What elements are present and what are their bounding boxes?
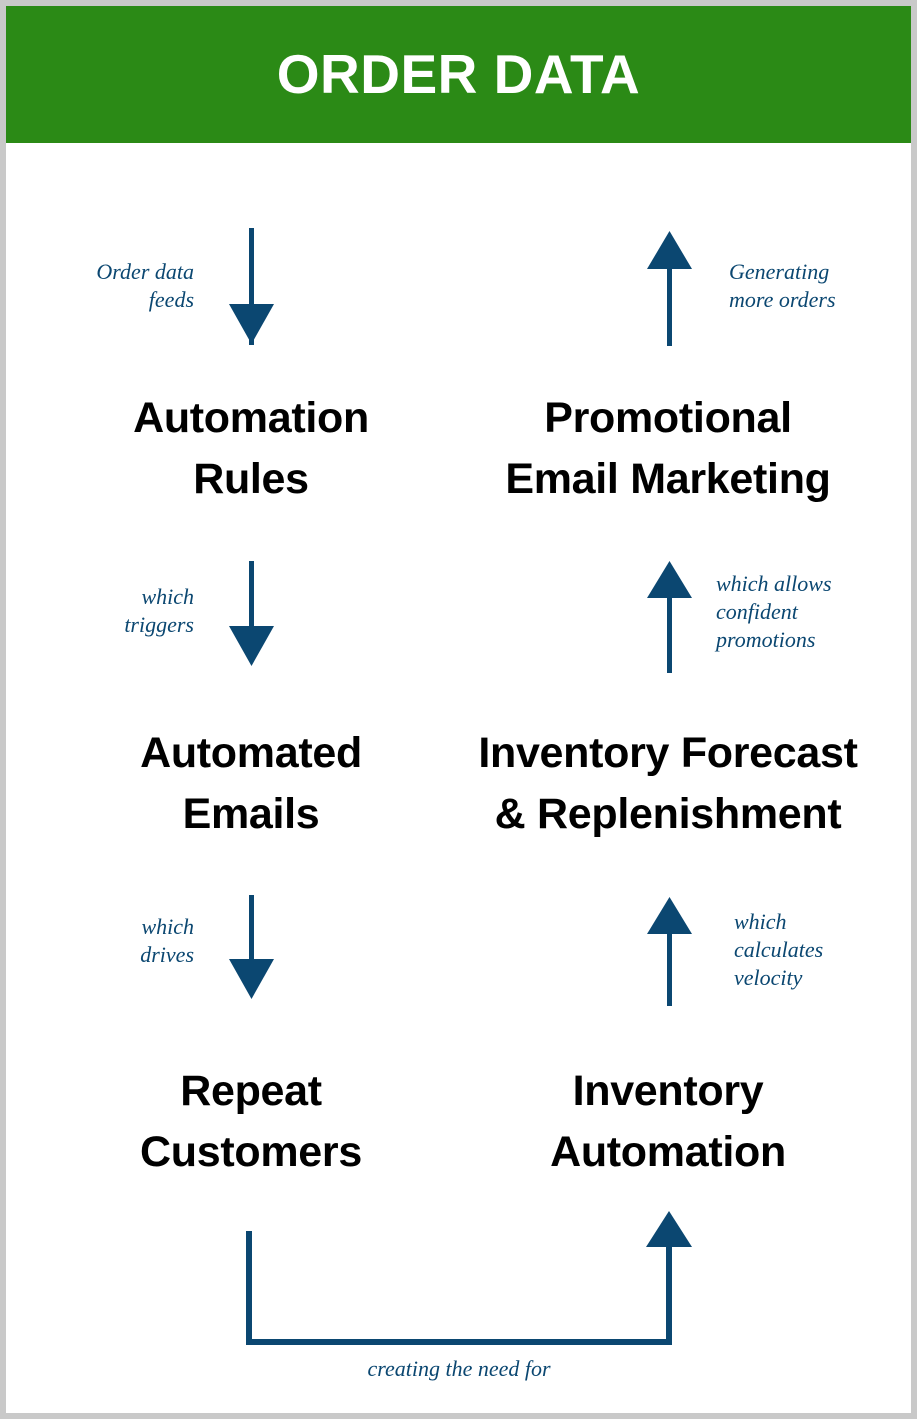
node-inventory-forecast-replenishment: Inventory Forecast & Replenishment bbox=[478, 729, 858, 839]
node-automation-rules: Automation Rules bbox=[133, 394, 369, 504]
edge-label-which-calculates-velocity: which calculates velocity bbox=[734, 909, 824, 991]
edge-label-order-data-feeds: Order data feeds bbox=[96, 259, 194, 313]
arrow-down-which-drives bbox=[229, 895, 274, 999]
page-title: ORDER DATA bbox=[276, 43, 641, 105]
node-repeat-customers: Repeat Customers bbox=[140, 1067, 362, 1177]
arrow-up-generating-more-orders bbox=[647, 231, 692, 346]
arrow-down-order-data-feeds bbox=[229, 228, 274, 345]
edge-label-which-triggers: which triggers bbox=[124, 584, 194, 638]
edge-label-which-allows-confident-promotions: which allows confident promotions bbox=[716, 571, 832, 653]
node-promotional-email-marketing: Promotional Email Marketing bbox=[505, 394, 831, 504]
edge-label-creating-the-need-for: creating the need for bbox=[367, 1356, 551, 1381]
arrow-up-which-allows bbox=[647, 561, 692, 673]
edge-label-which-drives: which drives bbox=[140, 914, 194, 968]
node-inventory-automation: Inventory Automation bbox=[550, 1067, 786, 1177]
arrow-uturn-creating-the-need-for bbox=[246, 1211, 692, 1345]
header-banner: ORDER DATA bbox=[6, 6, 911, 143]
arrow-up-which-calculates bbox=[647, 897, 692, 1006]
edge-label-generating-more-orders: Generating more orders bbox=[729, 259, 836, 313]
arrow-down-which-triggers bbox=[229, 561, 274, 666]
node-automated-emails: Automated Emails bbox=[140, 729, 362, 839]
diagram-canvas: Order data feeds Generating more orders … bbox=[6, 143, 911, 1413]
